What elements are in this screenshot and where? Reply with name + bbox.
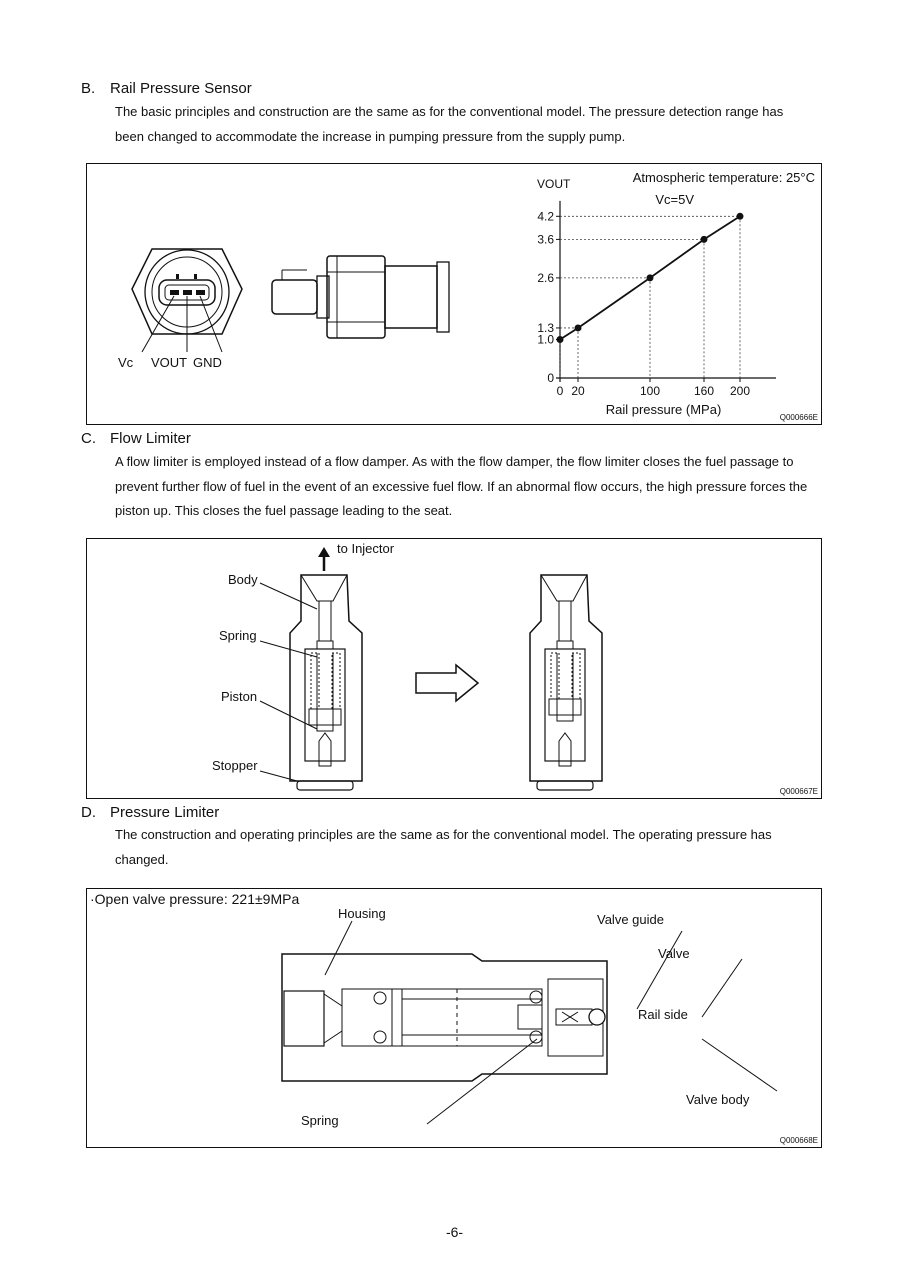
transition-arrow-icon [415,663,480,703]
paragraph-line: The basic principles and construction ar… [115,104,784,119]
flow-limiter-normal-drawing [289,547,363,791]
paragraph-line: changed. [115,851,169,867]
spring-label: Spring [301,1113,339,1128]
to-injector-label: to Injector [337,541,395,556]
pin-label-gnd: GND [193,355,222,370]
x-tick-label: 200 [730,384,750,398]
data-point [736,212,744,220]
page-number: -6- [445,1224,464,1240]
paragraph-line: The construction and operating principle… [115,827,772,842]
y-tick-label: 1.0 [537,333,554,347]
section-c-heading: C. Flow Limiter [81,430,191,447]
figure-code: Q000667E [779,787,818,796]
x-tick-label: 160 [694,384,714,398]
rail-side-label: Rail side [638,1007,688,1022]
y-tick-label: 4.2 [537,209,554,223]
section-title: Rail Pressure Sensor [110,80,252,97]
flow-limiter-leader-lines [259,582,318,782]
y-tick-label: 3.6 [537,232,554,246]
data-point [646,274,654,282]
body-label: Body [228,572,258,587]
section-letter: B. [81,80,96,97]
y-tick-label: 1.3 [537,321,554,335]
open-valve-pressure-note: ·Open valve pressure: 221±9MPa [90,891,300,907]
data-point [556,336,564,343]
sensor-end-view-drawing [131,248,243,353]
valve-guide-label: Valve guide [597,912,664,927]
pin-label-vout: VOUT [151,355,188,370]
x-tick-label: 20 [571,384,585,398]
data-point [700,235,708,243]
x-axis-label: Rail pressure (MPa) [606,402,722,417]
section-d-paragraph: The construction and operating principle… [115,823,840,872]
section-letter: D. [81,804,96,821]
chart-annotation: Vc=5V [655,192,694,207]
paragraph-line: A flow limiter is employed instead of a … [115,454,794,469]
housing-label: Housing [338,906,386,921]
section-c-paragraph: A flow limiter is employed instead of a … [115,450,840,524]
section-b-heading: B. Rail Pressure Sensor [81,80,252,97]
piston-label: Piston [221,689,258,704]
x-tick-label: 100 [640,384,660,398]
x-tick-label: 0 [557,384,564,398]
paragraph-line: been changed to accommodate the increase… [115,128,626,144]
figure-code: Q000668E [779,1136,818,1145]
section-d-heading: D. Pressure Limiter [81,804,219,821]
valve-label: Valve [658,946,690,961]
pressure-limiter-figure: ·Open valve pressure: 221±9MPa Housing V… [86,888,822,1148]
stopper-label: Stopper [212,758,258,773]
flow-limiter-figure: to Injector Body Spring Piston Stopper Q… [86,538,822,799]
chart-annotation: Atmospheric temperature: 25°C [633,170,815,185]
flow-limiter-closed-drawing [529,574,603,791]
section-b-paragraph: The basic principles and construction ar… [115,100,840,149]
vout-vs-rail-pressure-chart: 0 1.01.3 2.6 3.6 4.2 0 20 100 160 200 VOUT Rail pre… [537,170,815,417]
data-point [574,324,582,332]
paragraph-line: prevent further flow of fuel in the even… [115,478,808,494]
section-title: Flow Limiter [110,430,191,447]
paragraph-line: piston up. This closes the fuel passage … [115,503,453,518]
pin-label-vc: Vc [118,355,134,370]
figure-code: Q000666E [779,413,818,422]
y-tick-label: 0 [547,371,554,385]
pressure-limiter-drawing [281,953,608,1082]
sensor-side-view-drawing [271,255,450,339]
y-axis-label: VOUT [537,177,571,191]
y-tick-label: 2.6 [537,271,554,285]
section-title: Pressure Limiter [110,804,220,821]
spring-label: Spring [219,628,257,643]
section-letter: C. [81,430,96,447]
pressure-limiter-leader-lines [324,920,778,1125]
valve-body-label: Valve body [686,1092,750,1107]
